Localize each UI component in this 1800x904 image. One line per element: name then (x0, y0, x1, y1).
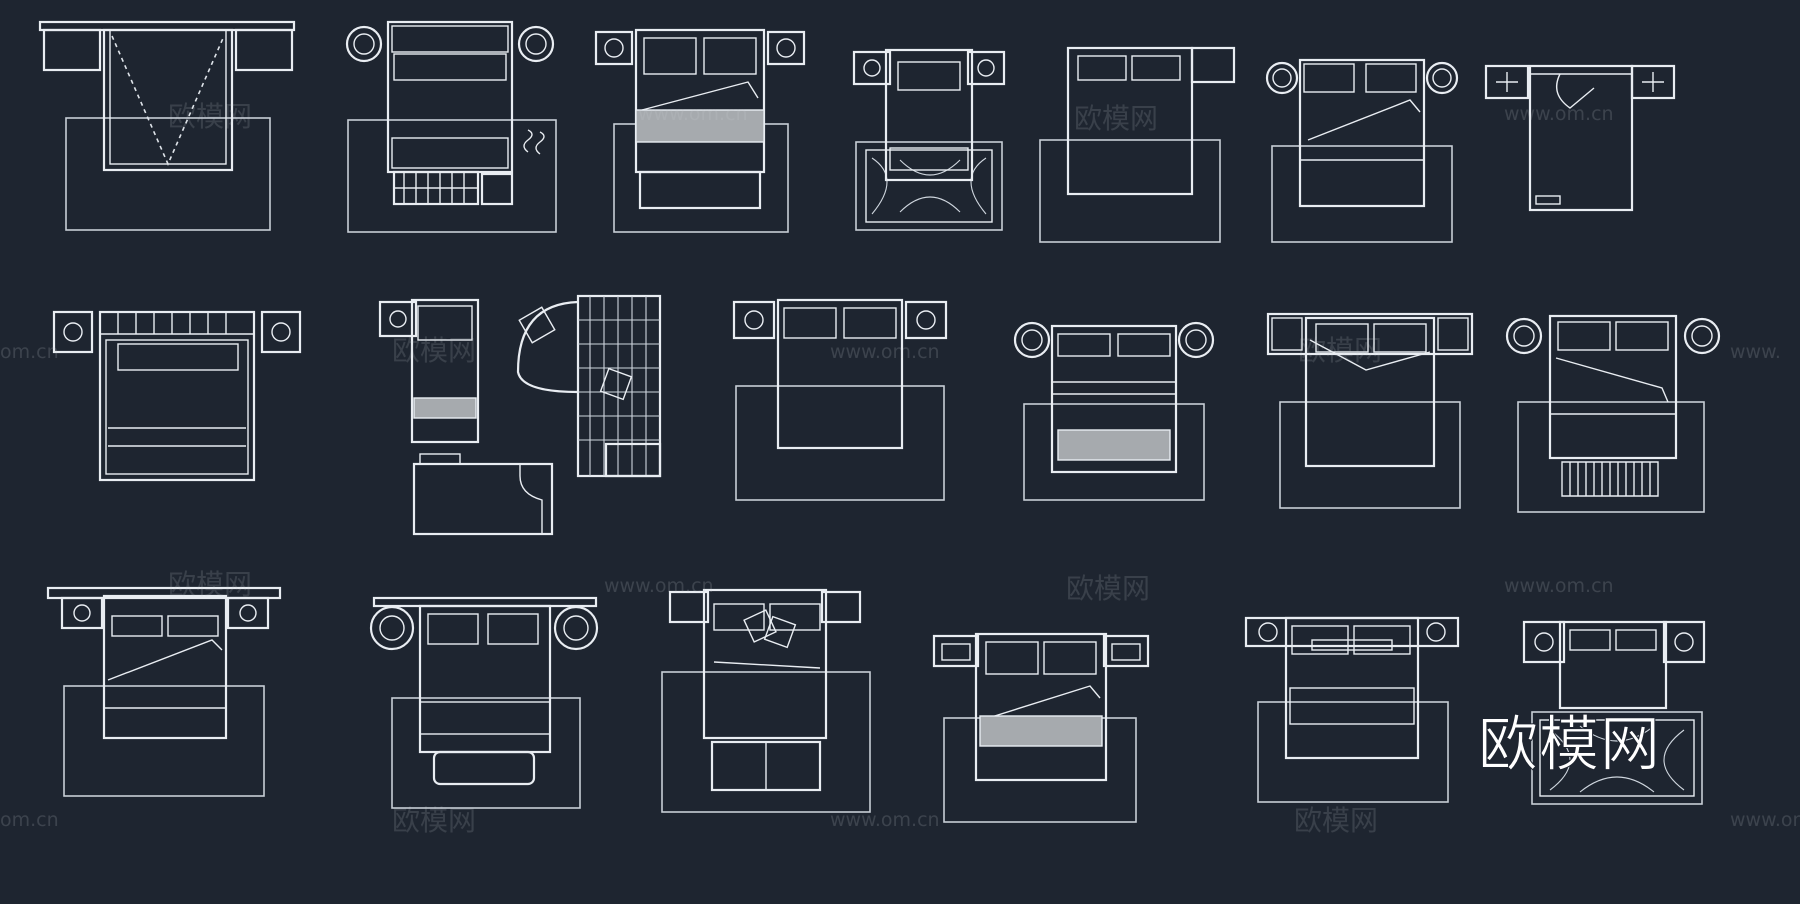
site-logo: 欧模网 (1478, 710, 1661, 780)
watermark-url-partial: om.cn (0, 341, 59, 363)
watermark-cn: 欧模网 (168, 100, 252, 133)
watermark-url: www.om.cn (830, 809, 940, 831)
watermark-url: www.om.cn (1504, 103, 1614, 125)
bed-symbol-r1-6 (1265, 58, 1459, 243)
bed-symbol-r3-4 (932, 632, 1150, 823)
watermark-cn: 欧模网 (168, 568, 252, 601)
bed-symbol-r1-5 (1039, 46, 1236, 243)
bed-symbol-r2-4 (1013, 321, 1215, 501)
bed-symbol-r3-6 (1522, 620, 1706, 805)
bed-symbol-r3-3 (661, 588, 871, 813)
watermark-cn: 欧模网 (1294, 804, 1378, 837)
bed-symbol-r3-2 (369, 596, 599, 809)
bed-symbol-r2-1 (52, 310, 302, 482)
bed-symbol-r1-3 (594, 28, 806, 233)
watermark-cn: 欧模网 (392, 334, 476, 367)
watermark-url-partial: om.cn (0, 809, 59, 831)
bed-symbol-r1-4 (852, 48, 1006, 231)
bed-symbol-r1-1 (38, 20, 296, 231)
watermark-cn: 欧模网 (1074, 102, 1158, 135)
watermark-url-partial: www. (1730, 341, 1781, 363)
bed-symbol-r2-5 (1266, 312, 1474, 509)
bed-symbol-r3-5 (1244, 616, 1460, 803)
watermark-url: www.om.cn (1504, 575, 1614, 597)
watermark-cn: 欧模网 (1298, 334, 1382, 367)
watermark-url: www.om.cn (830, 341, 940, 363)
bed-symbol-r1-2 (345, 20, 557, 233)
watermark-cn: 欧模网 (1066, 572, 1150, 605)
watermark-url: www.om.cn (604, 575, 714, 597)
bed-symbol-r2-3 (732, 298, 948, 501)
watermark-url-partial: www.om (1730, 809, 1800, 831)
bed-symbol-r1-7 (1484, 64, 1676, 212)
bed-symbol-r2-6 (1505, 314, 1721, 513)
watermark-layer: 欧模网 www.om.cn 欧模网 www.om.cn om.cn 欧模网 ww… (0, 100, 1800, 837)
bed-symbol-r2-2 (378, 294, 662, 536)
watermark-url: www.om.cn (638, 103, 748, 125)
bed-symbol-r3-1 (46, 586, 282, 797)
watermark-cn: 欧模网 (392, 804, 476, 837)
